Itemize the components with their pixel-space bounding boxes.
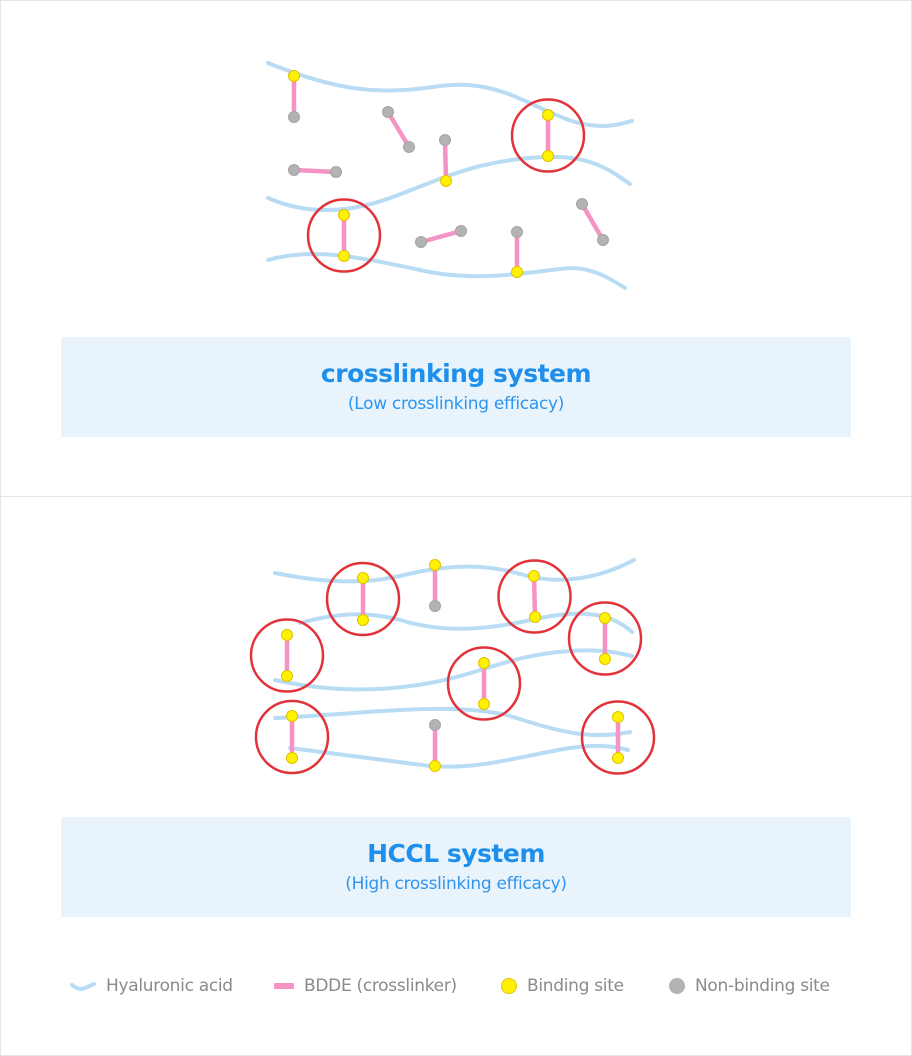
binding-site-dot: [286, 710, 298, 722]
bdde-crosslinker: [385, 109, 412, 150]
non-binding-site-dot: [403, 141, 415, 153]
panel-subtitle: (High crosslinking efficacy): [345, 874, 567, 894]
non-binding-site-dot: [429, 719, 441, 731]
binding-site-dot: [599, 612, 611, 624]
caption-box-hccl: HCCL system (High crosslinking efficacy): [61, 817, 851, 917]
caption-box-low: crosslinking system (Low crosslinking ef…: [61, 337, 851, 437]
binding-site-dot: [599, 653, 611, 665]
non-binding-site-dot: [429, 600, 441, 612]
legend-label: BDDE (crosslinker): [304, 976, 457, 996]
highlight-circle: [510, 98, 586, 173]
hccl-diagram: [249, 558, 656, 775]
legend-label: Hyaluronic acid: [106, 976, 233, 996]
legend-item-hyaluronic-acid: Hyaluronic acid: [70, 968, 233, 1004]
hyaluronic-acid-chains: [266, 61, 634, 290]
bdde-crosslinker: [579, 201, 606, 243]
bdde-crosslinker: [291, 167, 339, 175]
legend-item-binding-site: Binding site: [501, 968, 624, 1004]
non-binding-site-dot: [455, 225, 467, 237]
binding-site-dot: [478, 657, 490, 669]
binding-site-dot: [338, 250, 350, 262]
panel-title: crosslinking system: [320, 359, 592, 388]
binding-site-dot: [357, 572, 369, 584]
bdde-crosslinker: [531, 573, 538, 620]
yellow-dot-icon: [501, 978, 517, 994]
binding-site-dot: [281, 670, 293, 682]
panel-title: HCCL system: [367, 839, 545, 868]
panel-subtitle: (Low crosslinking efficacy): [347, 394, 565, 414]
binding-site-dot: [529, 611, 541, 623]
binding-site-dot: [429, 760, 441, 772]
binding-site-dot: [286, 752, 298, 764]
binding-site-dot: [338, 209, 350, 221]
non-binding-site-dot: [382, 106, 394, 118]
crosslinker-group: [288, 70, 609, 278]
bdde-crosslinker: [418, 228, 464, 245]
binding-site-dot: [528, 570, 540, 582]
highlight-circle: [567, 601, 643, 676]
hyaluronic-acid-chain: [266, 251, 627, 290]
highlight-circle: [254, 699, 330, 775]
wave-icon: [70, 982, 96, 991]
low-crosslinking-diagram: [266, 61, 634, 290]
binding-site-dot: [542, 150, 554, 162]
binding-site-dot: [281, 629, 293, 641]
non-binding-site-dot: [576, 198, 588, 210]
legend-label: Non-binding site: [695, 976, 830, 996]
binding-site-dot: [511, 266, 523, 278]
highlight-circle: [325, 561, 401, 637]
binding-site-dot: [429, 559, 441, 571]
non-binding-site-dot: [288, 111, 300, 123]
hyaluronic-acid-chain: [288, 743, 630, 769]
binding-site-dot: [288, 70, 300, 82]
non-binding-site-dot: [511, 226, 523, 238]
highlight-circle: [497, 559, 572, 634]
non-binding-site-dot: [330, 166, 342, 178]
bdde-crosslinker: [442, 137, 449, 184]
highlight-circle: [306, 198, 382, 273]
hyaluronic-acid-chain: [298, 611, 634, 634]
hyaluronic-acid-chain: [266, 154, 632, 212]
binding-site-dot: [440, 175, 452, 187]
bar-icon: [274, 983, 294, 989]
binding-site-dot: [612, 711, 624, 723]
binding-site-dot: [612, 752, 624, 764]
highlight-circle: [446, 646, 522, 721]
binding-site-dot: [478, 698, 490, 710]
hyaluronic-acid-chain: [273, 558, 636, 584]
highlight-circle: [249, 618, 325, 693]
gray-dot-icon: [669, 978, 685, 994]
hyaluronic-acid-chain: [273, 648, 634, 692]
binding-site-dot: [357, 614, 369, 626]
panel-divider: [1, 496, 911, 497]
legend-label: Binding site: [527, 976, 624, 996]
highlight-circle: [580, 700, 656, 775]
crosslinker-group: [249, 559, 656, 775]
non-binding-site-dot: [288, 164, 300, 176]
non-binding-site-dot: [439, 134, 451, 146]
legend-item-bdde: BDDE (crosslinker): [274, 968, 457, 1004]
non-binding-site-dot: [597, 234, 609, 246]
legend: Hyaluronic acid BDDE (crosslinker) Bindi…: [0, 968, 912, 1004]
hyaluronic-acid-chain: [266, 61, 634, 128]
binding-site-dot: [542, 109, 554, 121]
non-binding-site-dot: [415, 236, 427, 248]
legend-item-non-binding-site: Non-binding site: [669, 968, 830, 1004]
